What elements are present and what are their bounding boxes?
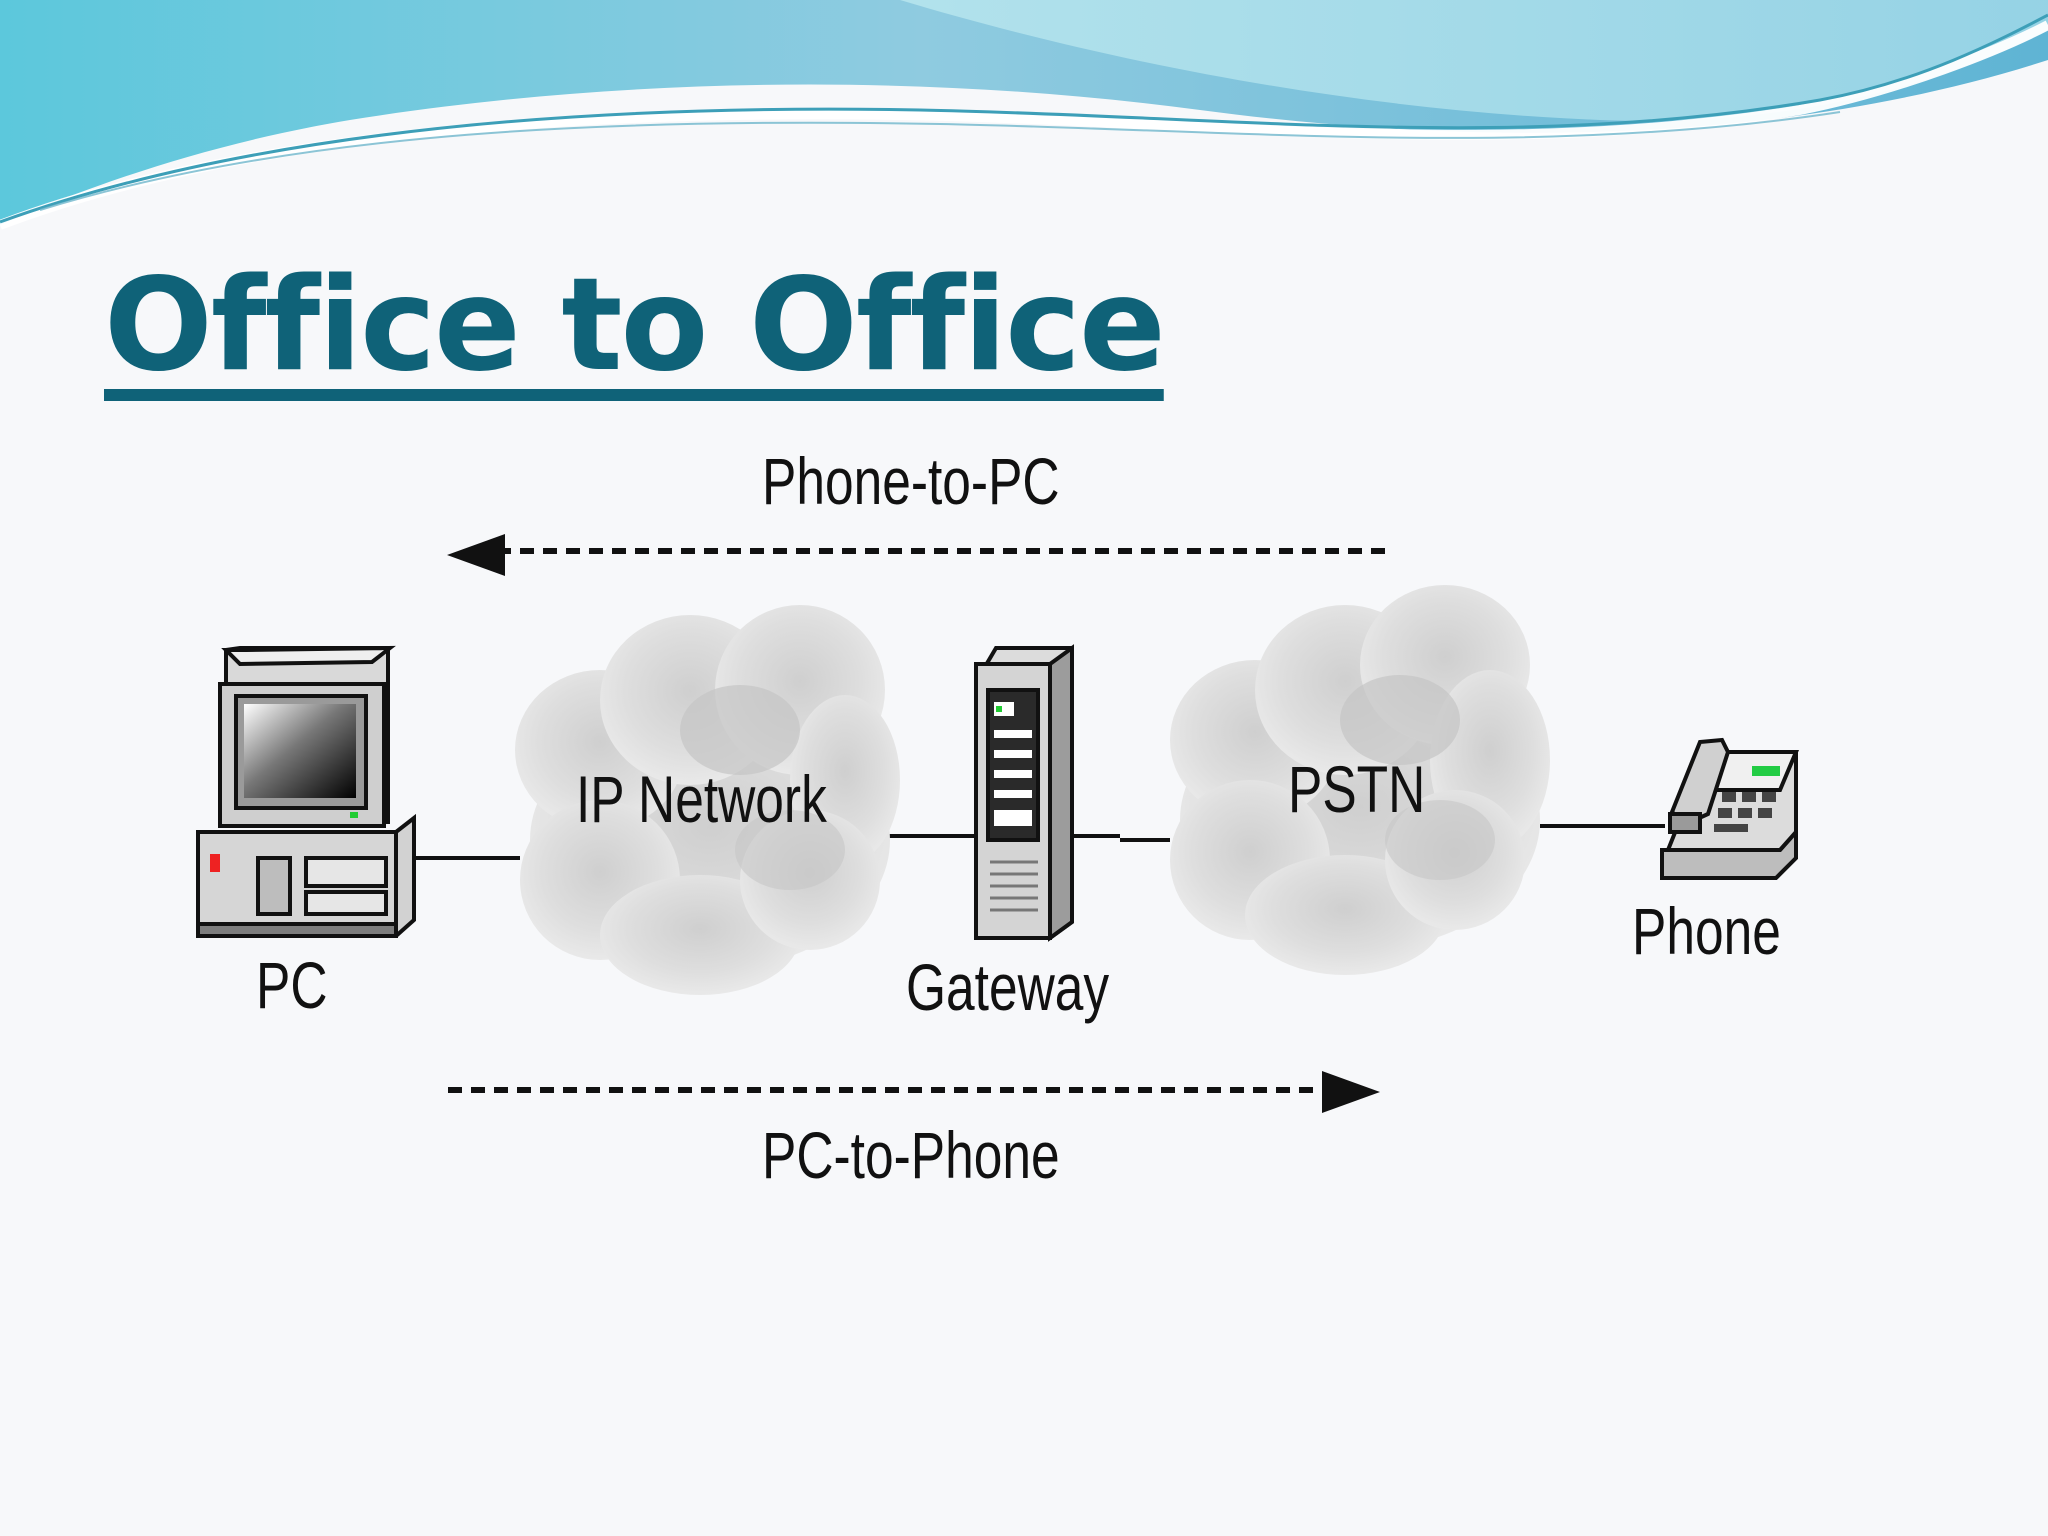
phone-to-pc-arrow <box>447 534 1385 576</box>
flow-label-phone-to-pc: Phone-to-PC <box>762 444 1060 518</box>
node-label-pstn: PSTN <box>1288 752 1426 826</box>
server-tower-icon <box>974 644 1074 942</box>
header-wave-decoration <box>0 0 2048 230</box>
pc-to-phone-arrow <box>448 1071 1380 1113</box>
node-label-phone: Phone <box>1632 894 1781 968</box>
node-label-gateway: Gateway <box>906 950 1110 1024</box>
connection-lines <box>412 824 1665 860</box>
node-label-pc: PC <box>256 948 328 1022</box>
flow-label-pc-to-phone: PC-to-Phone <box>762 1118 1060 1192</box>
cloud-icon <box>1170 585 1550 975</box>
node-label-ip-network: IP Network <box>576 762 827 836</box>
desktop-computer-icon <box>196 645 416 938</box>
desk-phone-icon <box>1660 737 1800 880</box>
cloud-icon <box>515 605 900 995</box>
slide-title: Office to Office <box>104 251 1166 400</box>
